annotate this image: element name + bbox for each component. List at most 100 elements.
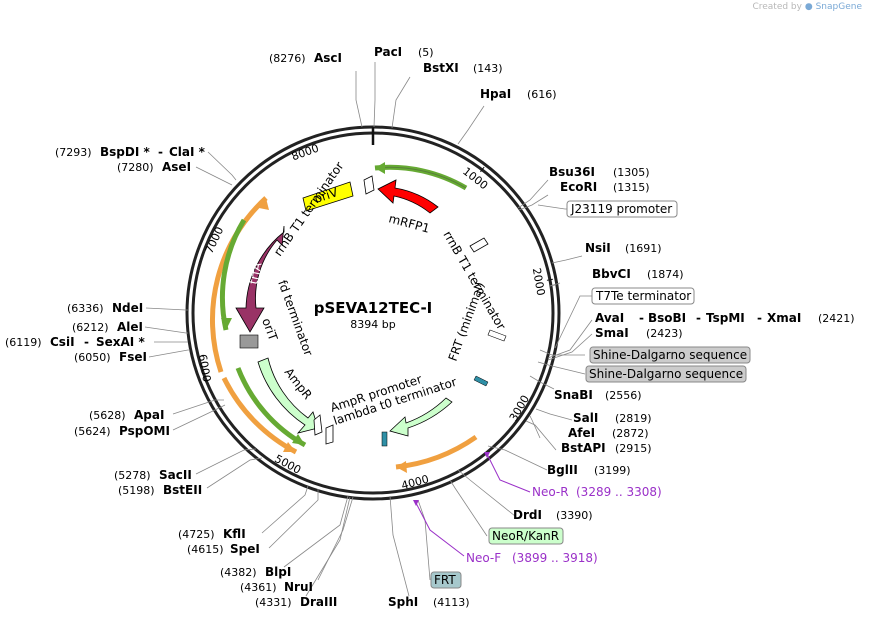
svg-text:AleI: AleI (117, 320, 143, 334)
svg-text:SpeI: SpeI (230, 542, 260, 556)
primer-Neo-F-range: (3899 .. 3918) (512, 551, 598, 565)
orf-arc-bottomleft-orange (221, 376, 298, 455)
svg-text:(2819): (2819) (615, 412, 652, 425)
orf-arc-left-green (219, 218, 247, 331)
svg-text:(7293): (7293) (55, 146, 92, 159)
svg-text:-: - (639, 311, 644, 325)
feature-terminator-marker (469, 237, 489, 253)
svg-text:(4615): (4615) (187, 543, 224, 556)
feature-NeoR-KanR (389, 397, 453, 437)
svg-text:ApaI: ApaI (134, 408, 164, 422)
svg-text:BglII: BglII (547, 463, 578, 477)
svg-text:AvaI: AvaI (595, 311, 624, 325)
svg-text:J23119 promoter: J23119 promoter (570, 202, 672, 216)
feature-oriV (302, 181, 354, 212)
box-SD2: Shine-Dalgarno sequence (585, 365, 747, 383)
svg-text:(5628): (5628) (89, 409, 126, 422)
box-T7Te: T7Te terminator (591, 287, 695, 305)
svg-text:(5198): (5198) (118, 484, 155, 497)
svg-text:(4331): (4331) (255, 596, 292, 609)
svg-text:-: - (84, 335, 89, 349)
svg-text:(5278): (5278) (114, 469, 151, 482)
svg-text:SacII: SacII (159, 468, 192, 482)
svg-text:AseI: AseI (162, 160, 191, 174)
svg-text:BstEII: BstEII (163, 483, 202, 497)
feature-teal-marker (381, 431, 388, 447)
svg-text:KflI: KflI (223, 527, 246, 541)
tick-2000: 2000 (530, 267, 553, 297)
label-mRFP1: mRFP1 (387, 211, 431, 235)
svg-text:SnaBI: SnaBI (554, 388, 593, 402)
svg-text:(6050): (6050) (74, 351, 111, 364)
box-SD1: Shine-Dalgarno sequence (589, 346, 751, 364)
svg-text:EcoRI: EcoRI (560, 180, 597, 194)
svg-text:AscI: AscI (314, 51, 342, 65)
svg-text:NeoR/KanR: NeoR/KanR (492, 529, 559, 543)
orf-arc-left-orange (209, 196, 268, 373)
svg-text:(1874): (1874) (647, 268, 684, 281)
svg-text:(4382): (4382) (220, 566, 257, 579)
feature-lambda-marker (325, 424, 334, 445)
svg-text:PspOMI: PspOMI (119, 424, 170, 438)
snapgene-credit: Created by ● SnapGene (752, 2, 862, 12)
svg-text:(143): (143) (473, 62, 503, 75)
feature-AmpR-promoter (313, 414, 323, 436)
svg-text:(2872): (2872) (612, 427, 649, 440)
feature-small-arrow-top (363, 175, 375, 195)
label-oriT: oriT (259, 316, 280, 343)
snapgene-logo-icon: ● (804, 2, 813, 12)
svg-text:(1315): (1315) (613, 181, 650, 194)
svg-text:(2915): (2915) (615, 442, 652, 455)
svg-text:Shine-Dalgarno sequence: Shine-Dalgarno sequence (593, 348, 747, 362)
primer-Neo-F-name: Neo-F (466, 551, 501, 565)
svg-text:PacI: PacI (374, 45, 402, 59)
svg-text:BbvCI: BbvCI (592, 267, 631, 281)
box-FRT: FRT (430, 571, 462, 589)
tick-6000: 6000 (196, 353, 214, 383)
svg-text:CsiI: CsiI (50, 335, 75, 349)
label-AmpR: AmpR (282, 365, 315, 402)
svg-text:Bsu36I: Bsu36I (549, 165, 595, 179)
feature-SD-markers (487, 329, 507, 342)
label-FRT-minimal: FRT (minimal) (446, 280, 488, 363)
primer-Neo-R-range: (3289 .. 3308) (576, 485, 662, 499)
svg-text:NruI: NruI (284, 580, 313, 594)
tick-3000: 3000 (507, 393, 532, 424)
svg-text:(3199): (3199) (594, 464, 631, 477)
box-J23119: J23119 promoter (566, 200, 678, 218)
svg-text:-: - (158, 145, 163, 159)
svg-text:(7280): (7280) (117, 161, 154, 174)
svg-text:(5624): (5624) (74, 425, 111, 438)
svg-text:BstAPI: BstAPI (561, 441, 606, 455)
svg-text:DrdI: DrdI (513, 508, 542, 522)
svg-text:(4725): (4725) (178, 528, 215, 541)
primer-Neo-R-name: Neo-R (532, 485, 569, 499)
label-trfA: trfA (246, 260, 264, 285)
feature-trfA (235, 225, 285, 333)
svg-text:DraIII: DraIII (300, 595, 337, 609)
svg-text:BstXI: BstXI (423, 61, 459, 75)
svg-text:(616): (616) (527, 88, 557, 101)
svg-text:(2556): (2556) (605, 389, 642, 402)
svg-text:SmaI: SmaI (595, 326, 629, 340)
svg-text:(2423): (2423) (646, 327, 683, 340)
svg-text:SalI: SalI (573, 411, 598, 425)
svg-text:FseI: FseI (119, 350, 147, 364)
svg-text:(1305): (1305) (613, 166, 650, 179)
plasmid-name: pSEVA12TEC-I (314, 299, 433, 317)
svg-text:BlpI: BlpI (265, 565, 291, 579)
svg-text:AfeI: AfeI (568, 426, 595, 440)
feature-grey-box (239, 334, 259, 349)
svg-text:3000: 3000 (507, 393, 532, 424)
svg-text:(3390): (3390) (556, 509, 593, 522)
svg-text:6000: 6000 (196, 353, 214, 383)
svg-text:(6336): (6336) (67, 302, 104, 315)
svg-text:TspMI: TspMI (706, 311, 745, 325)
primer-leader-NeoF (415, 502, 465, 557)
svg-text:(4361): (4361) (240, 581, 277, 594)
box-NeoR: NeoR/KanR (488, 527, 564, 545)
svg-text:-: - (757, 311, 762, 325)
svg-text:2000: 2000 (530, 267, 548, 297)
svg-text:Shine-Dalgarno sequence: Shine-Dalgarno sequence (589, 367, 743, 381)
